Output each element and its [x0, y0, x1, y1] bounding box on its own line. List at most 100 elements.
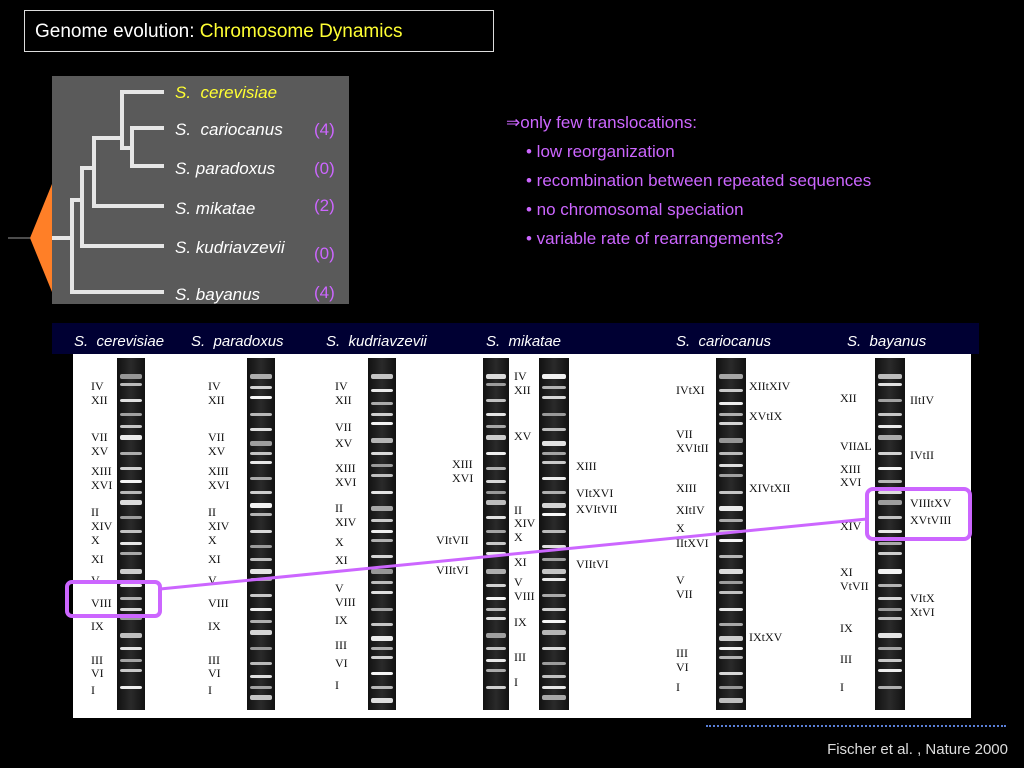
chromosome-label: I — [335, 678, 339, 692]
species-cariocanus: S. cariocanus — [175, 120, 283, 139]
gel-band — [878, 516, 902, 519]
gel-band — [486, 584, 506, 587]
gel-band — [371, 519, 393, 522]
gel-band — [486, 435, 506, 440]
chromosome-label: XIII — [576, 459, 597, 473]
gel-band — [250, 513, 272, 516]
gel-band — [371, 389, 393, 392]
gel-band — [486, 617, 506, 620]
gel-band — [120, 435, 142, 440]
gel-band — [120, 633, 142, 638]
chromosome-label: XIII — [676, 481, 697, 495]
chromosome-label: IV — [208, 379, 221, 393]
gel-band — [371, 647, 393, 650]
gel-lane — [539, 358, 569, 710]
gel-band — [719, 608, 743, 611]
chromosome-label: XVItII — [676, 441, 709, 455]
species-mikatae: S. mikatae — [175, 199, 256, 218]
chromosome-label: IXtXV — [749, 630, 783, 644]
count-bayanus: (4) — [314, 283, 335, 302]
chromosome-label: VIIΔL — [840, 439, 872, 453]
gel-band — [371, 474, 393, 477]
gel-header-bayanus: S. bayanus — [847, 333, 927, 350]
gel-band — [120, 597, 142, 600]
chromosome-label: XIVtXII — [749, 481, 791, 495]
chromosome-label: III — [91, 653, 103, 667]
gel-band — [542, 695, 566, 700]
chromosome-label: XII — [91, 393, 108, 407]
gel-band — [878, 669, 902, 672]
chromosome-label: VIII — [514, 589, 535, 603]
species-cerevisiae: S. cerevisiae — [175, 83, 278, 102]
species-paradoxus: S. paradoxus — [175, 159, 276, 178]
gel-band — [250, 530, 272, 533]
gel-band — [719, 636, 743, 641]
gel-band — [371, 591, 393, 594]
chromosome-label: III — [335, 638, 347, 652]
gel-band — [542, 461, 566, 464]
gel-band — [486, 633, 506, 638]
species-bayanus: S. bayanus — [175, 285, 261, 304]
gel-lane — [117, 358, 145, 710]
gel-band — [250, 374, 272, 379]
chromosome-label: XItIV — [676, 503, 705, 517]
chromosome-label: V — [208, 573, 217, 587]
gel-band — [719, 519, 743, 522]
gel-band — [719, 389, 743, 392]
chromosome-label: IX — [840, 621, 853, 635]
gel-band — [250, 620, 272, 623]
gel-band — [120, 383, 142, 386]
gel-band — [371, 464, 393, 467]
count-mikatae: (2) — [314, 196, 335, 215]
gel-band — [719, 647, 743, 650]
chromosome-label: VII — [676, 587, 693, 601]
citation: Fischer et al. , Nature 2000 — [827, 741, 1008, 758]
chromosome-label: X — [91, 533, 100, 547]
gel-band — [542, 686, 566, 689]
gel-band — [719, 623, 743, 626]
gel-band — [878, 435, 902, 440]
chromosome-label: XVI — [91, 478, 113, 492]
gel-band — [719, 452, 743, 455]
gel-band — [371, 402, 393, 405]
chromosome-label: X — [514, 530, 523, 544]
gel-band — [250, 675, 272, 678]
gel-band — [120, 374, 142, 379]
chromosome-label: XIItXIV — [749, 379, 791, 393]
gel-band — [542, 608, 566, 611]
gel-band — [371, 581, 393, 584]
chromosome-label: XIV — [208, 519, 230, 533]
gel-band — [250, 428, 272, 431]
gel-band — [120, 516, 142, 519]
gel-band — [486, 374, 506, 379]
gel-band — [719, 438, 743, 443]
chromosome-label: III — [514, 650, 526, 664]
chromosome-label: VItX — [910, 591, 935, 605]
gel-band — [719, 656, 743, 659]
gel-band — [486, 542, 506, 545]
chromosome-label: VII — [335, 420, 352, 434]
gel-header-bar: S. cerevisiae S. paradoxus S. kudriavzev… — [52, 323, 979, 354]
chromosome-label: XII — [840, 391, 857, 405]
chromosome-label: XtVI — [910, 605, 935, 619]
gel-band — [120, 530, 142, 533]
gel-band — [542, 491, 566, 494]
gel-band — [878, 617, 902, 620]
chromosome-label: II — [514, 503, 522, 517]
chromosome-label: VIItVI — [436, 563, 469, 577]
gel-band — [878, 374, 902, 379]
gel-band — [542, 386, 566, 389]
gel-band — [719, 591, 743, 594]
chromosome-label: VII — [91, 430, 108, 444]
chromosome-label: VIII — [208, 596, 229, 610]
finding-item: • recombination between repeated sequenc… — [526, 171, 872, 190]
gel-band — [120, 467, 142, 470]
chromosome-label: XVtVIII — [910, 513, 952, 527]
chromosome-label: VI — [335, 656, 348, 670]
chromosome-label: XI — [514, 555, 527, 569]
count-paradoxus: (0) — [314, 159, 335, 178]
gel-band — [878, 659, 902, 662]
chromosome-label: IV — [514, 369, 527, 383]
chromosome-label: XI — [335, 553, 348, 567]
chromosome-label: IVtXI — [676, 383, 705, 397]
